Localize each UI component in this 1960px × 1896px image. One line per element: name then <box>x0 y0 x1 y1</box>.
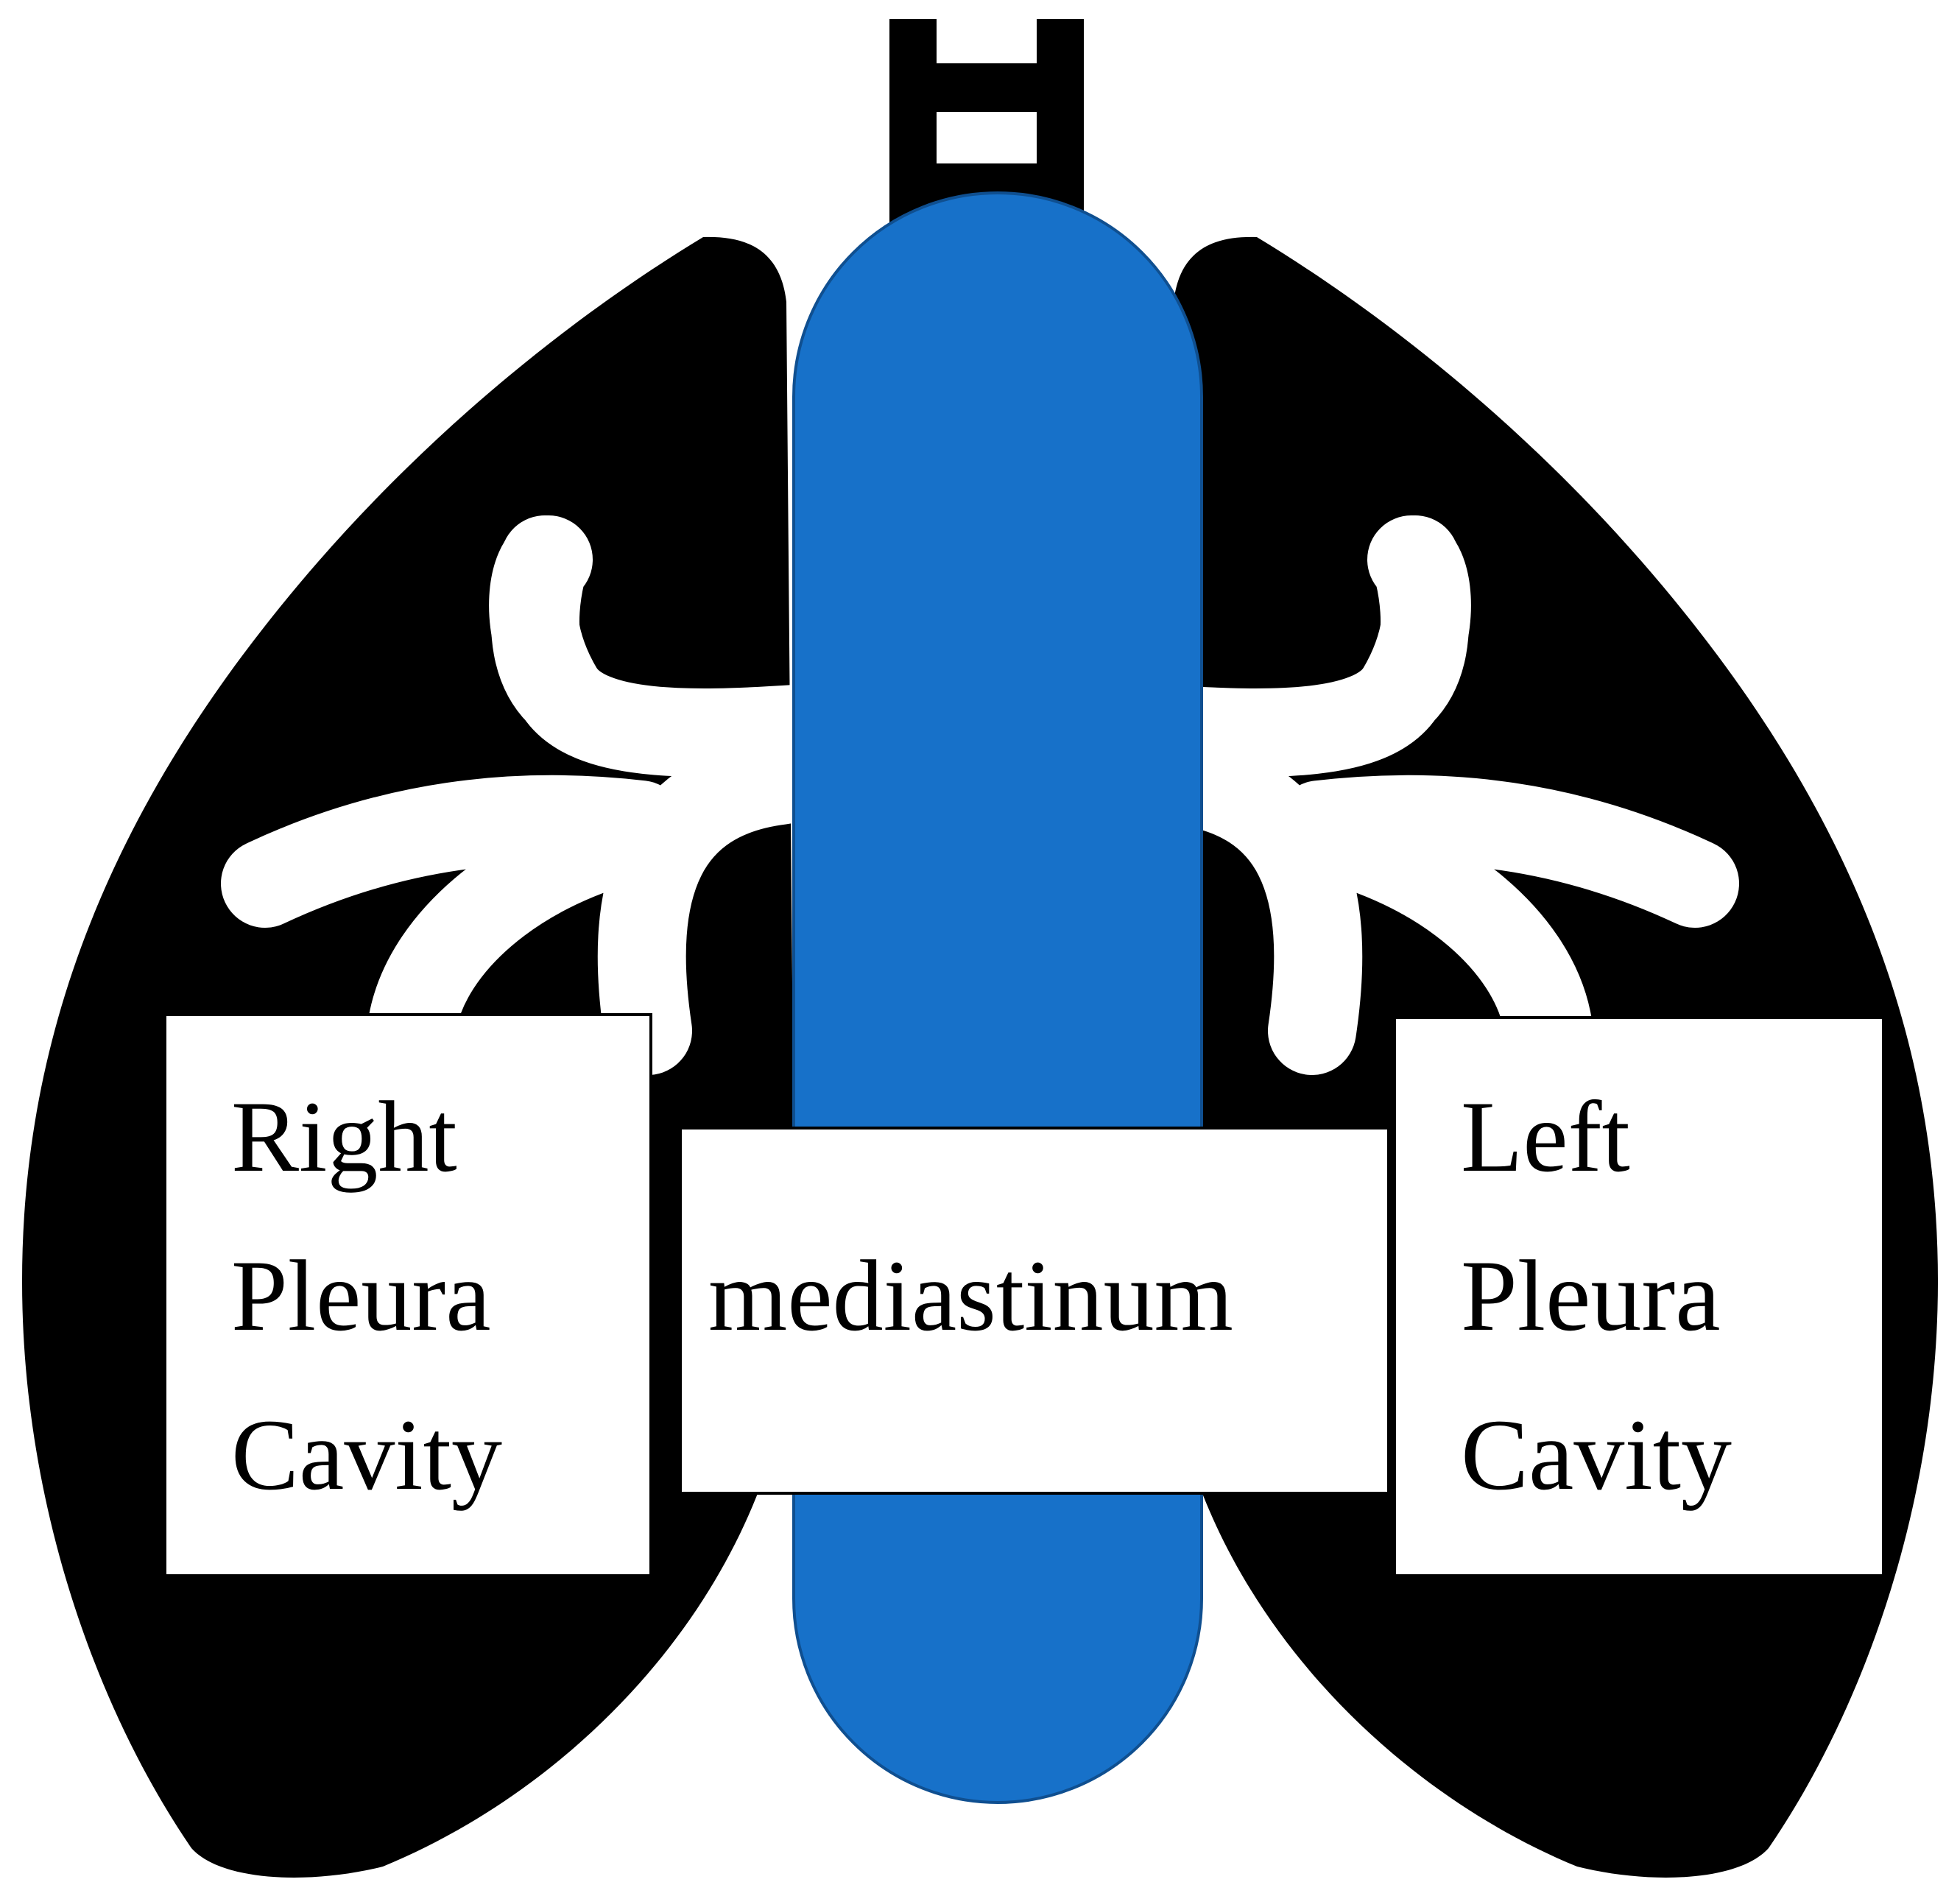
right-upper-branch <box>489 515 604 736</box>
right-pleura-line-3: Cavity <box>231 1398 502 1511</box>
right-pleura-line-2: Pleura <box>231 1239 491 1352</box>
left-bronchi <box>1121 515 1739 1075</box>
trachea <box>889 19 1084 233</box>
right-pleura-label: Right Pleura Cavity <box>163 1013 652 1577</box>
left-pleura-line-1: Left <box>1461 1080 1630 1193</box>
mediastinum-label: mediastinum <box>679 1127 1390 1495</box>
mediastinum-shape <box>792 191 1203 1804</box>
mediastinum-box <box>679 1127 1390 1495</box>
right-bronchi <box>221 515 839 1075</box>
mediastinum-text: mediastinum <box>708 1239 1233 1352</box>
left-pleura-line-3: Cavity <box>1461 1398 1732 1511</box>
right-lower-branch <box>368 795 670 1068</box>
left-pleura-label: Left Pleura Cavity <box>1393 1016 1885 1577</box>
right-pleura-box <box>163 1013 652 1577</box>
left-pleura-box <box>1393 1016 1885 1577</box>
left-pleura-line-2: Pleura <box>1461 1239 1721 1352</box>
left-upper-branch <box>1356 515 1471 736</box>
left-lower-branch <box>1290 795 1592 1068</box>
trachea-rung-top <box>889 63 1084 112</box>
right-pleura-line-1: Right <box>231 1080 457 1193</box>
